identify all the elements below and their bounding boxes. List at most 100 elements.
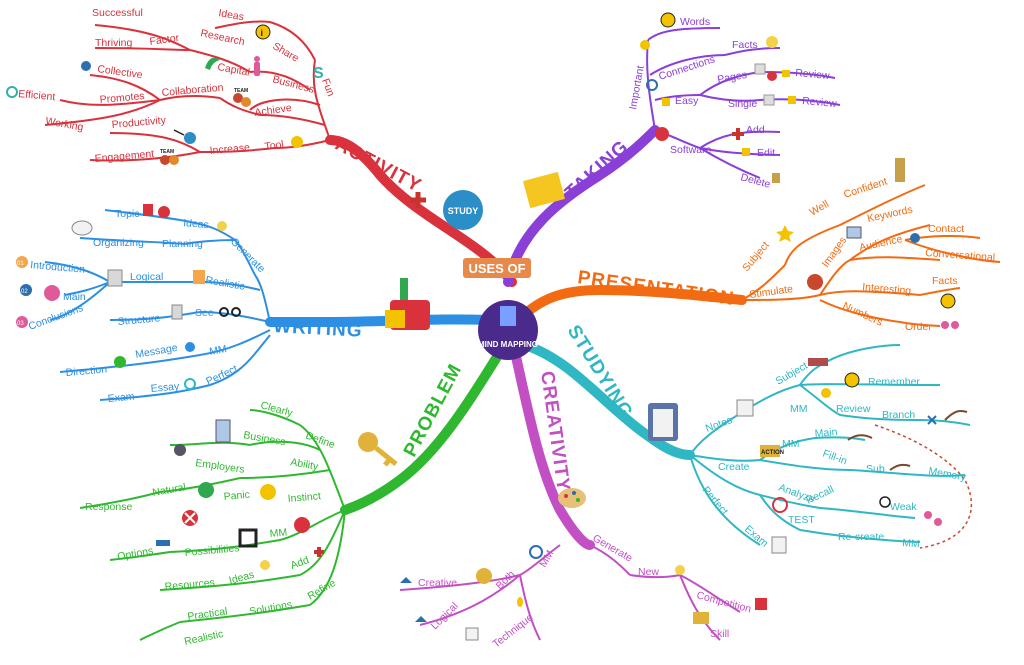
award-icon xyxy=(291,136,303,148)
presentation-title: PRESENTATION xyxy=(576,267,735,310)
taking-item: Review xyxy=(802,95,838,110)
technique-icon xyxy=(465,627,479,641)
writing-item: Message xyxy=(134,342,178,361)
writing-item: Organizing xyxy=(93,237,144,249)
svg-text:i: i xyxy=(261,28,264,38)
taking-labels: Words Facts Important Connections Pages … xyxy=(561,16,837,204)
thumbs-up-icon xyxy=(742,148,750,156)
sticky-note-icon xyxy=(522,171,566,209)
order-icon xyxy=(941,321,949,329)
globe-icon xyxy=(81,61,91,71)
team-icon: TEAM xyxy=(233,88,251,107)
taking-item: Single xyxy=(728,98,757,110)
creativity-branch xyxy=(399,544,741,641)
thumbs-up-icon xyxy=(788,96,796,104)
plus-icon xyxy=(410,192,426,208)
pin-icon xyxy=(294,517,310,533)
tree-icon xyxy=(198,482,214,498)
pin-icon xyxy=(655,127,669,141)
info-icon xyxy=(940,293,956,309)
lightbulb-icon xyxy=(260,560,270,570)
order-icon xyxy=(951,321,959,329)
eye-icon xyxy=(910,233,920,243)
magnifier-icon xyxy=(173,129,185,136)
taking-item: Review xyxy=(795,67,831,82)
up-arrow-icon xyxy=(400,577,412,583)
problem-item: Options xyxy=(116,545,154,563)
activity-item: Engagement xyxy=(94,148,154,165)
writing-item: Realistic xyxy=(204,274,245,293)
presentation-item: Keywords xyxy=(866,204,914,225)
presenter-icon xyxy=(895,158,905,182)
weak-icon xyxy=(924,511,932,519)
taking-item: Words xyxy=(680,16,710,28)
presentation-item: Facts xyxy=(932,275,958,287)
panic-face-icon xyxy=(260,484,276,500)
taking-title: TAKING xyxy=(561,136,633,203)
problem-item: Natural xyxy=(151,481,186,499)
problem-item: Panic xyxy=(223,489,250,503)
writing-item: Topic xyxy=(115,208,140,220)
problem-item: Solutions xyxy=(248,599,293,618)
plus-icon xyxy=(314,547,324,557)
trash-icon xyxy=(772,173,780,183)
activity-item: Collective xyxy=(97,63,144,81)
studying-item: Review xyxy=(836,403,871,415)
taking-icons xyxy=(522,12,796,209)
activity-item: Achieve xyxy=(254,102,293,119)
desk-icon xyxy=(500,306,516,326)
palette-icon xyxy=(558,488,586,508)
activity-item: Factor xyxy=(149,32,181,48)
creativity-item: Logical xyxy=(429,600,461,632)
activity-item: Working xyxy=(44,115,84,133)
branch-writing-main xyxy=(265,314,495,327)
presentation-item: Subject xyxy=(740,239,772,274)
activity-item: Thriving xyxy=(95,37,133,49)
branch-icon xyxy=(889,463,911,471)
writing-item: Exam xyxy=(107,391,135,405)
branch-presentation-main xyxy=(515,284,747,323)
writing-item: Logical xyxy=(130,271,163,283)
activity-branch xyxy=(44,20,331,162)
activity-item: Fun xyxy=(319,77,337,98)
activity-item: Research xyxy=(199,27,246,48)
svg-text:TEAM: TEAM xyxy=(234,88,248,94)
center-bottom-label: MIND MAPPING xyxy=(478,340,538,349)
info-icon xyxy=(255,24,271,40)
branch-taking-main xyxy=(503,125,660,287)
studying-item: Weak xyxy=(890,501,917,513)
studying-item: TEST xyxy=(788,514,815,526)
presentation-item: Numbers xyxy=(841,300,885,329)
book-icon xyxy=(808,358,828,366)
efficient-icon xyxy=(6,86,18,98)
creativity-item: MM xyxy=(537,548,556,569)
studying-item: Fill-in xyxy=(821,448,849,468)
robot-icon xyxy=(174,444,186,456)
writing-item: Main xyxy=(63,291,86,303)
studying-item: Subject xyxy=(774,360,810,388)
single-page-icon xyxy=(763,94,775,106)
writing-item: Perfect xyxy=(204,363,239,388)
stimulate-icon xyxy=(807,274,823,290)
x-icon xyxy=(927,415,937,425)
taking-item: Facts xyxy=(732,39,758,51)
activity-item: Productivity xyxy=(111,114,167,131)
branch-activity-main xyxy=(325,135,517,287)
writing-item: Planning xyxy=(162,238,203,250)
center-top-label: USES OF xyxy=(468,261,525,276)
list-icon xyxy=(171,304,183,320)
studying-item: Main xyxy=(814,426,838,440)
info-icon xyxy=(844,372,860,388)
chart-icon xyxy=(385,278,430,330)
writing-title: WRITING xyxy=(273,316,363,342)
number-badge-icon xyxy=(20,284,32,296)
study-people-icon xyxy=(443,190,483,230)
note-icon xyxy=(736,399,754,417)
problem-item: Add xyxy=(289,554,311,572)
x-icon xyxy=(158,206,170,218)
up-arrow-icon xyxy=(415,616,427,622)
check-icon xyxy=(114,356,126,368)
writing-item: Generate xyxy=(228,236,268,276)
arrows-icon xyxy=(238,528,258,548)
